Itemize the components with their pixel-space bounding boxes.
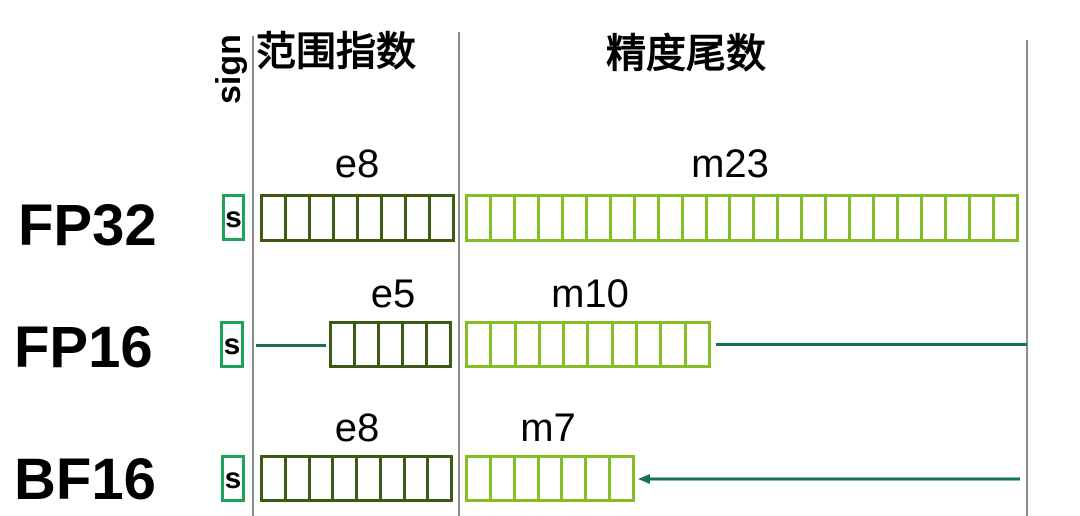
sign-bit-box: s (222, 194, 245, 241)
format-label: FP16 (14, 315, 153, 380)
sign-header: sign (210, 34, 248, 104)
divider-exponent-mantissa (458, 32, 460, 516)
sign-bit-box: s (221, 455, 245, 502)
mantissa-bits (465, 321, 711, 368)
format-label: FP32 (18, 193, 157, 258)
exponent-label: e5 (370, 272, 416, 316)
exponent-shrink-connector (256, 344, 326, 347)
exponent-bits (260, 455, 453, 502)
mantissa-header: 精度尾数 (606, 31, 766, 77)
truncation-arrow-icon (638, 474, 1020, 484)
mantissa-shrink-connector (716, 343, 1027, 346)
exponent-label: e8 (334, 406, 380, 450)
exponent-label: e8 (334, 142, 380, 186)
exponent-bits (260, 194, 455, 242)
mantissa-label: m7 (520, 406, 576, 450)
sign-bit-box: s (220, 321, 244, 368)
divider-right-edge (1026, 40, 1028, 516)
format-label: BF16 (14, 447, 156, 512)
mantissa-label: m10 (551, 272, 629, 316)
mantissa-bits (465, 194, 1019, 242)
divider-sign-exponent (252, 36, 254, 516)
exponent-header: 范围指数 (256, 29, 416, 75)
mantissa-bits (465, 455, 635, 502)
exponent-bits (329, 321, 452, 368)
mantissa-label: m23 (691, 142, 769, 186)
